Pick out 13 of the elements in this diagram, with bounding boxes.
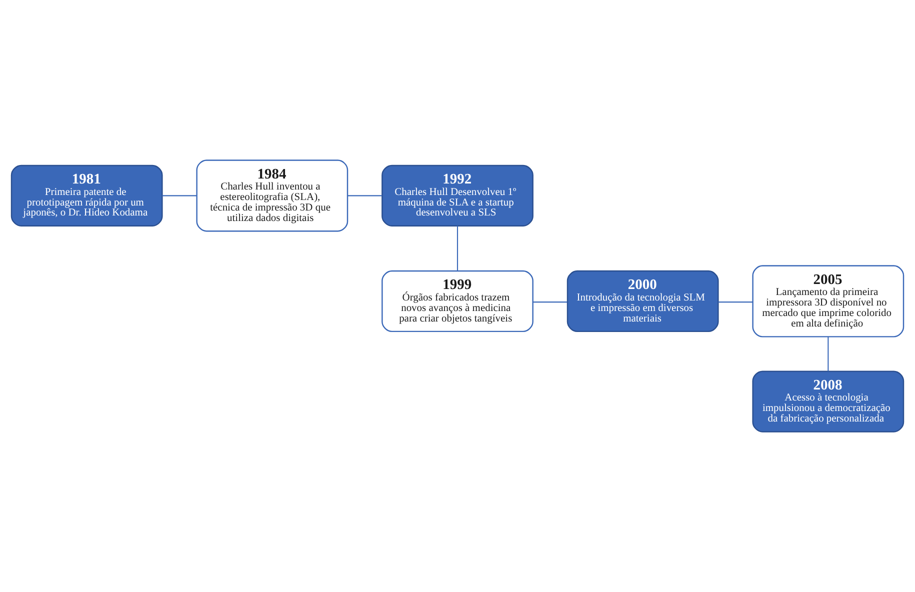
- node-box: 2000 Introdução da tecnologia SLM e impressão em diversos materiais: [566, 270, 719, 332]
- connector: [718, 302, 753, 303]
- node-box: 2008 Acesso à tecnologia impulsionou a democratização da fabricação personalizada: [752, 370, 904, 432]
- connector: [828, 336, 829, 372]
- node-box: 1981 Primeira patente de prototipagem rápida por um japonês, o Dr. Hideo Kodama: [10, 164, 163, 226]
- connector: [348, 195, 382, 196]
- node-box: 1984 Charles Hull inventou a estereolitografia (SLA), técnica de impressão 3D que utiliza dados digitais: [196, 160, 348, 232]
- connector: [532, 302, 568, 303]
- node-box: 2005 Lançamento da primeira impressora 3D disponível no mercado que imprime colorido em alta definição: [752, 265, 904, 338]
- connector: [456, 226, 458, 271]
- node-box: 1992 Charles Hull Desenvolveu 1º máquina de SLA e a startup desenvolveu a SLS: [382, 164, 534, 226]
- connector: [162, 195, 197, 196]
- node-box: 1999 Órgãos fabricados trazem novos avanços à medicina para criar objetos tangíveis: [382, 270, 534, 332]
